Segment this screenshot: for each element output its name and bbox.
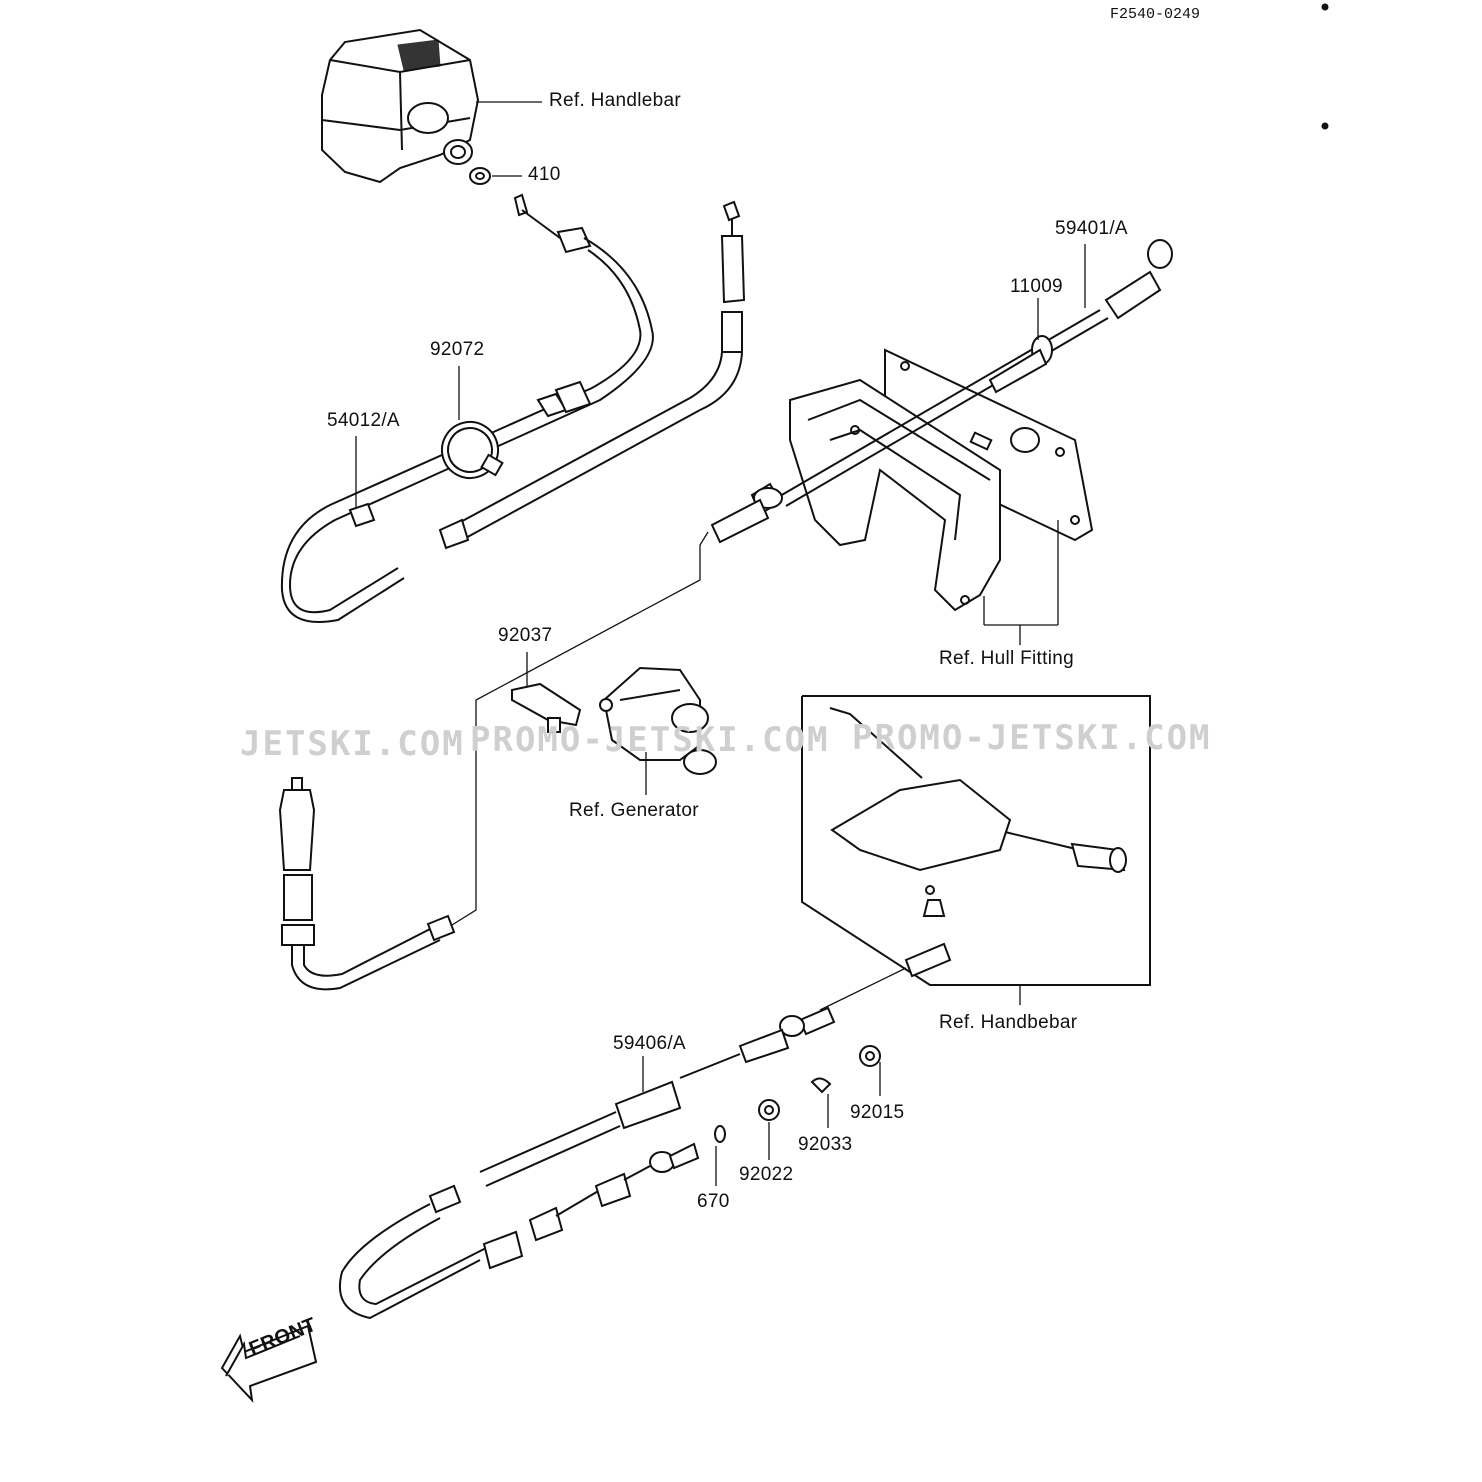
label-92037: 92037 [498,625,553,646]
label-ref-handbebar: Ref. Handbebar [939,1012,1078,1033]
label-92022: 92022 [739,1164,794,1185]
hull-fitting-leader [983,520,1059,645]
cable-54012 [280,193,654,623]
handlebar-housing [321,28,480,184]
label-670: 670 [697,1191,730,1212]
label-410: 410 [528,164,561,185]
label-ref-generator: Ref. Generator [569,800,699,821]
watermark-2: PROMO-JETSKI.COM [470,720,830,760]
generator [599,666,717,775]
label-92033: 92033 [798,1134,853,1155]
cable-59401 [710,239,1173,544]
hull-fitting-bracket [789,348,1094,612]
label-ref-hull-fitting: Ref. Hull Fitting [939,648,1074,669]
clamp-92037 [511,682,582,733]
washer-410 [469,167,522,185]
label-59406: 59406/A [613,1033,686,1054]
figure-code: F2540-0249 [1110,6,1201,23]
small-parts [714,1045,881,1186]
label-92015: 92015 [850,1102,905,1123]
watermark-3: PROMO-JETSKI.COM [852,718,1212,758]
label-59401: 59401/A [1055,218,1128,239]
cable-upper-2 [438,200,746,550]
label-ref-handlebar-top: Ref. Handlebar [549,90,681,111]
label-54012: 54012/A [327,410,400,431]
front-arrow [220,1324,318,1403]
cable-left-lower [278,777,456,991]
label-92072: 92072 [430,339,485,360]
watermark-1: JETSKI.COM [240,724,465,764]
band-92072 [441,421,504,479]
label-11009: 11009 [1010,276,1063,297]
cable-59406 [338,942,952,1320]
handlebar-inset [801,695,1151,986]
